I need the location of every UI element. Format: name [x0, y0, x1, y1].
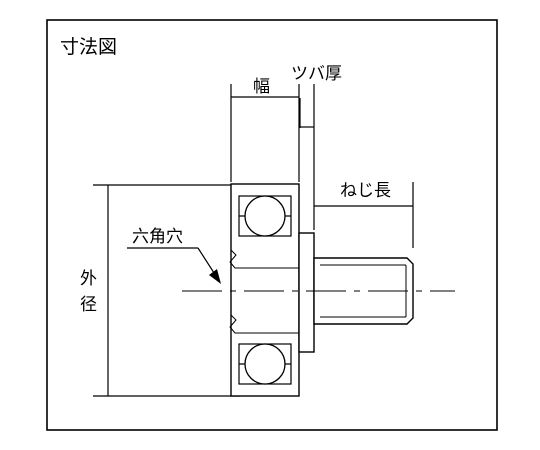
outer-diameter-label-1: 外 — [80, 269, 97, 289]
thread-length-label: ねじ長 — [340, 181, 391, 201]
diagram-frame — [46, 19, 498, 431]
width-label: 幅 — [253, 77, 270, 97]
lower-ball — [244, 343, 286, 385]
flange-thickness-dimension — [299, 84, 315, 230]
outer-diameter-dimension — [93, 184, 240, 397]
hex-hole-break-lines — [229, 249, 299, 334]
flange-thickness-label: ツバ厚 — [291, 64, 342, 84]
threaded-shaft — [313, 257, 414, 325]
hex-hole-leader — [127, 247, 217, 277]
flange — [298, 232, 315, 353]
width-dimension — [230, 84, 300, 182]
hex-hole-label: 六角穴 — [132, 227, 183, 247]
upper-ball — [244, 195, 286, 237]
outer-diameter-label-2: 径 — [80, 295, 97, 315]
thread-length-dimension — [314, 182, 414, 248]
hex-hole-arrow-head — [209, 269, 221, 284]
diagram-title: 寸法図 — [60, 36, 117, 58]
